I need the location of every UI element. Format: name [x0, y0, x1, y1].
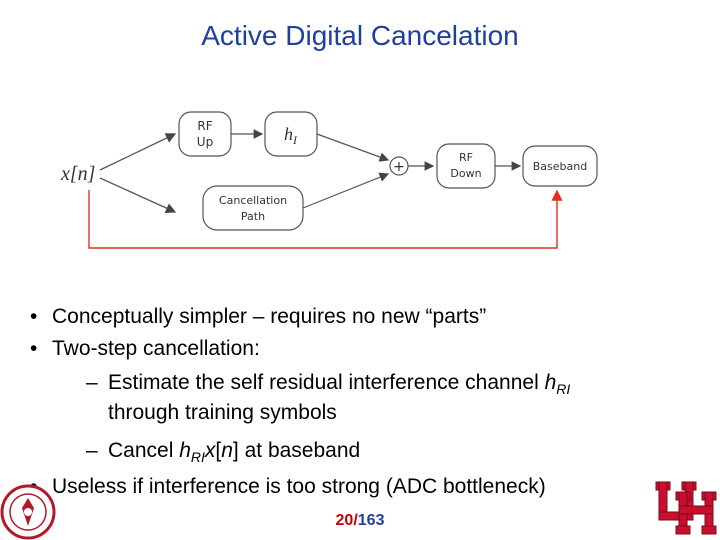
rf-up-label-1: RF	[197, 119, 212, 133]
feedback-path	[88, 189, 563, 249]
uh-logo	[655, 481, 717, 535]
bullet-text: Conceptually simpler – requires no new “…	[52, 305, 487, 328]
rf-down-label-2: Down	[450, 167, 481, 180]
bullet-marker: •	[30, 337, 38, 360]
cancellation-to-adder-line	[302, 172, 390, 209]
university-seal-logo	[0, 484, 56, 540]
bullet-text: Useless if interference is too strong (A…	[52, 475, 546, 498]
input-signal-label: x[n]	[60, 163, 95, 185]
dash-marker: –	[86, 371, 98, 394]
page-number: 20/163	[335, 512, 385, 529]
baseband-block	[522, 145, 598, 187]
slide-title: Active Digital Cancelation	[201, 20, 519, 51]
branch-upper-line	[99, 133, 177, 171]
block-diagram: x[n] RF Up hI Cancellation Path + RF Dow…	[60, 111, 598, 249]
cancellation-label-2: Path	[241, 210, 265, 223]
rf-down-label-1: RF	[459, 151, 473, 164]
rf-up-label-2: Up	[197, 135, 213, 149]
adder-symbol: +	[393, 159, 405, 175]
bullet-marker: •	[30, 305, 38, 328]
sub-item-text: Estimate the self residual interference …	[108, 371, 571, 397]
sub-item-text: Cancel hRIx[n] at baseband	[108, 439, 361, 465]
channel-to-adder-line	[316, 133, 390, 162]
baseband-label: Baseband	[533, 160, 587, 173]
cancellation-label-1: Cancellation	[219, 194, 287, 207]
bullet-text: Two-step cancellation:	[52, 337, 260, 360]
cancellation-path-block	[202, 185, 304, 231]
branch-lower-line	[99, 177, 177, 213]
dash-marker: –	[86, 439, 98, 462]
channel-label: hI	[284, 124, 298, 147]
